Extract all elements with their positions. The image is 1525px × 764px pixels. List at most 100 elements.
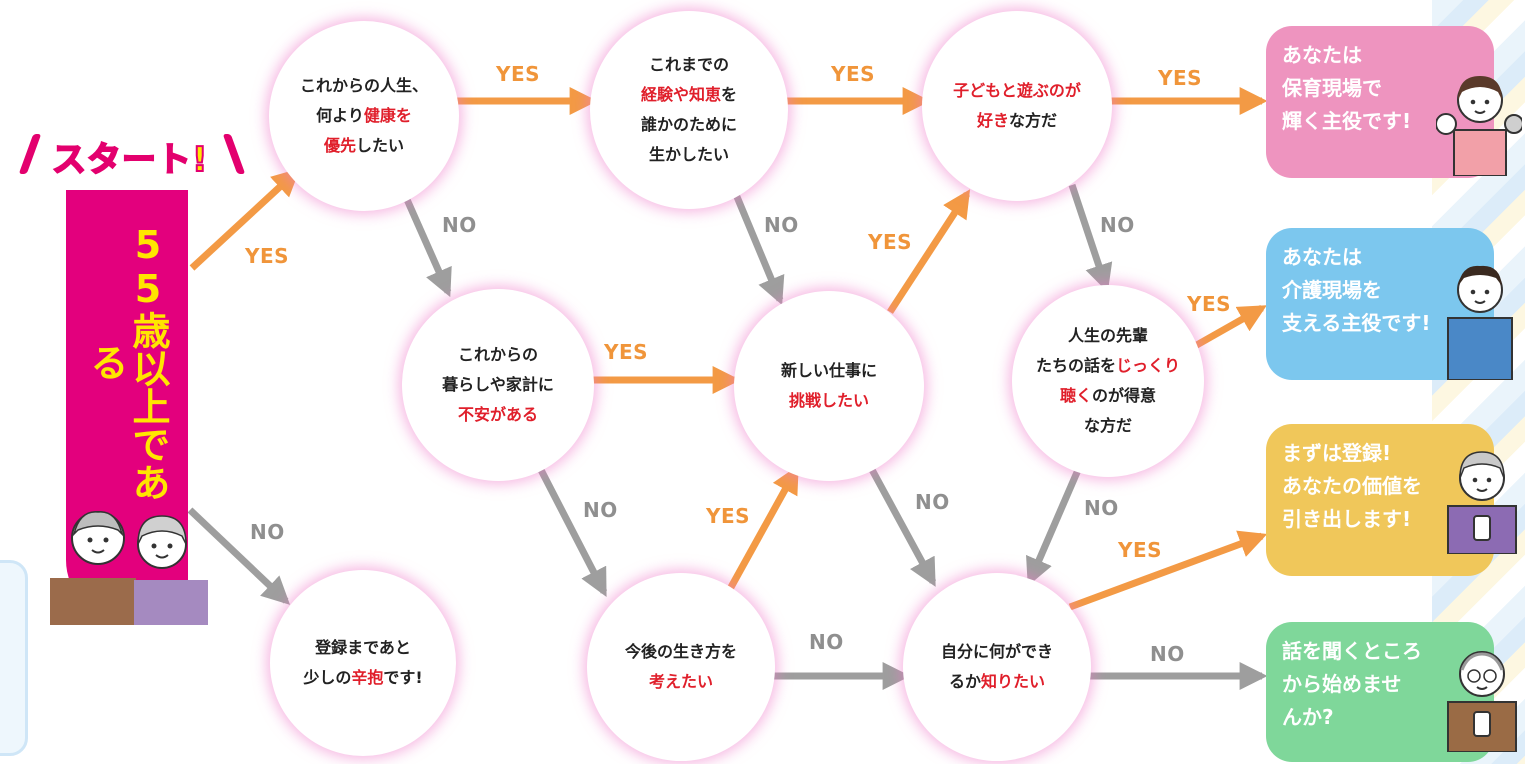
arrow-anxiety-no (536, 466, 608, 597)
node-text: 生かしたい (648, 145, 729, 164)
node-children: 子どもと遊ぶのが好きな方だ (925, 14, 1109, 198)
node-wait: 登録まであと少しの辛抱です! (273, 573, 453, 753)
node-anxiety: これからの暮らしや家計に不安がある (405, 292, 591, 478)
node-text: これからの人生、 (299, 76, 428, 95)
node-text: したい (355, 136, 404, 155)
label-no: NO (1100, 213, 1135, 237)
highlight-text: 辛抱 (351, 668, 384, 687)
node-text-line: 考えたい (625, 667, 737, 697)
label-yes: YES (706, 504, 751, 528)
node-text-line: 子どもと遊ぶのが (953, 76, 1081, 106)
node-text-line: 暮らしや家計に (442, 370, 554, 400)
node-text-line: 登録まであと (303, 633, 422, 663)
result-line: んか? (1282, 705, 1334, 729)
node-text: 登録まであと (315, 638, 411, 657)
label-no: NO (583, 498, 618, 522)
arrow-experience-no (731, 190, 785, 306)
label-yes: YES (1187, 292, 1232, 316)
highlight-text: 健康を (363, 106, 412, 125)
arrow-listen-yes (1193, 304, 1267, 350)
senior-man-phone-illustration (1447, 651, 1517, 752)
node-text-line: 不安がある (442, 400, 554, 430)
result-line: 輝く主役です! (1282, 109, 1412, 133)
node-text-line: 新しい仕事に (781, 356, 877, 386)
arrow-cando-yes (1068, 530, 1268, 611)
result-line: 支える主役です! (1282, 311, 1431, 335)
arrow-start-no (187, 507, 291, 605)
node-text: 新しい仕事に (780, 361, 877, 380)
start-header: スタート! (18, 128, 246, 181)
node-text-line: 人生の先輩 (1036, 321, 1180, 351)
result-line: あなたの価値を (1282, 474, 1422, 498)
node-text-line: 挑戦したい (781, 386, 877, 416)
result-line: あなたは (1282, 43, 1362, 67)
node-health: これからの人生、何より健康を優先したい (272, 24, 456, 208)
childcare-worker-illustration (1436, 76, 1522, 176)
node-experience: これまでの経験や知恵を誰かのために生かしたい (593, 14, 785, 206)
node-text: な方だ (1083, 416, 1132, 435)
node-text: るか (948, 672, 981, 691)
result-line: から始めませ (1282, 672, 1402, 696)
node-text-line: 少しの辛抱です! (303, 663, 422, 693)
label-yes: YES (831, 62, 876, 86)
result-register: まずは登録! あなたの価値を 引き出します! (1266, 424, 1494, 576)
result-line: 引き出します! (1282, 507, 1412, 531)
start-header-text: スタート! (51, 139, 209, 181)
result-line: 保育現場で (1282, 76, 1382, 100)
label-yes: YES (868, 230, 913, 254)
label-no: NO (1084, 496, 1119, 520)
node-text: な方だ (1009, 111, 1058, 130)
care-worker-illustration (1447, 265, 1513, 380)
arrow-newjob-no (866, 464, 937, 587)
arrow-health-no (401, 193, 452, 298)
node-text-line: これからの (442, 340, 554, 370)
result-line: 話を聞くところ (1282, 639, 1422, 663)
highlight-text: 挑戦したい (788, 391, 869, 410)
label-yes: YES (1118, 538, 1163, 562)
label-yes: YES (245, 244, 290, 268)
node-text: 人生の先輩 (1067, 326, 1148, 345)
node-can-do: 自分に何ができるか知りたい (906, 576, 1088, 758)
label-no: NO (915, 490, 950, 514)
label-no: NO (442, 213, 477, 237)
arrow-listen-no (1026, 468, 1082, 587)
highlight-text: 子どもと遊ぶのが (953, 81, 1081, 100)
node-text: これからの (457, 345, 538, 364)
highlight-text: 不安がある (457, 405, 538, 424)
label-yes: YES (1158, 66, 1203, 90)
label-no: NO (809, 630, 844, 654)
result-line: 介護現場を (1282, 278, 1382, 302)
arrow-children-no (1068, 183, 1113, 293)
node-text-line: 自分に何ができ (941, 637, 1053, 667)
node-text-line: これまでの (641, 50, 737, 80)
start-label-text: 55歳以上である (84, 223, 170, 501)
highlight-text: 経験や知恵 (640, 85, 721, 104)
arrow-newjob-yes (887, 189, 971, 314)
node-text: です! (383, 668, 423, 687)
node-text-line: たちの話をじっくり (1036, 351, 1180, 381)
start-label: 55歳以上である (66, 212, 188, 512)
arrow-start-yes (189, 168, 301, 271)
highlight-text: 好き (976, 111, 1009, 130)
node-text-line: 生かしたい (641, 140, 737, 170)
node-listen: 人生の先輩たちの話をじっくり聴くのが得意な方だ (1015, 288, 1201, 474)
node-text-line: 何より健康を (300, 101, 428, 131)
node-text: 誰かのために (640, 115, 737, 134)
label-yes: YES (604, 340, 649, 364)
label-no: NO (1150, 642, 1185, 666)
node-text-line: 誰かのために (641, 110, 737, 140)
highlight-text: 優先 (323, 136, 356, 155)
arrow-future-yes (726, 465, 800, 591)
node-text: を (721, 85, 738, 104)
result-line: まずは登録! (1282, 441, 1392, 465)
highlight-text: 聴く (1059, 386, 1092, 405)
node-text-line: 経験や知恵を (641, 80, 737, 110)
node-text-line: 今後の生き方を (625, 637, 737, 667)
side-panel-edge (0, 560, 28, 756)
node-text-line: 優先したい (300, 131, 428, 161)
node-text: これまでの (648, 55, 729, 74)
node-text: 少しの (303, 668, 352, 687)
label-no: NO (250, 520, 285, 544)
node-text: 暮らしや家計に (442, 375, 554, 394)
